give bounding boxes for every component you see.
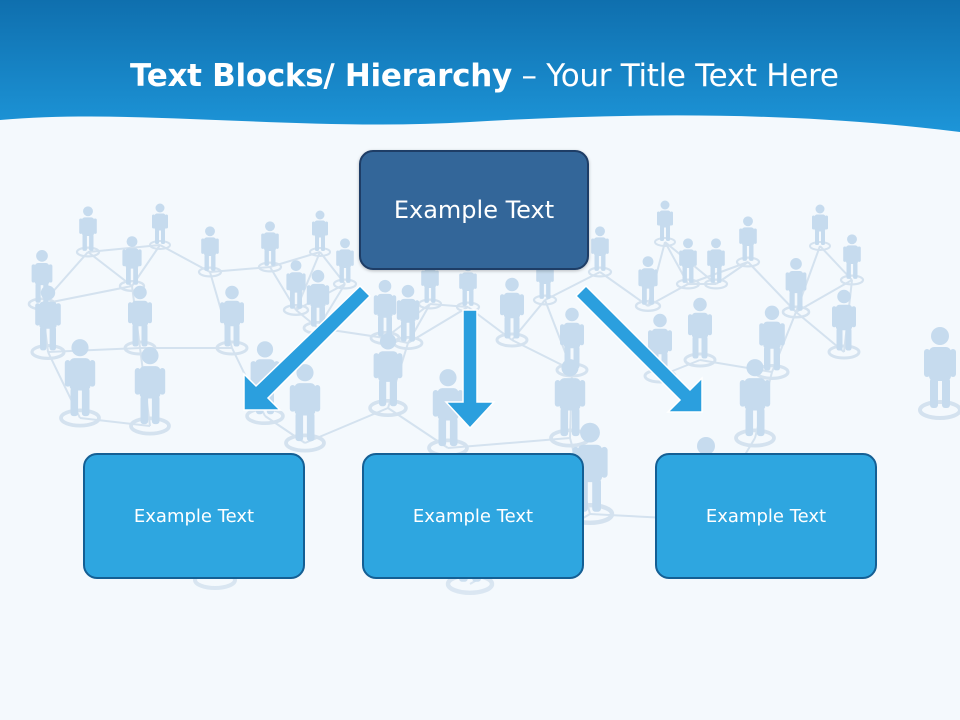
network-link xyxy=(599,271,649,307)
top-level-box: Example Text xyxy=(359,150,589,270)
person-figure xyxy=(634,256,662,313)
person-figure xyxy=(827,289,861,360)
person-figure xyxy=(495,277,529,348)
person-figure xyxy=(703,238,729,290)
person-figure xyxy=(59,339,101,428)
network-link xyxy=(429,303,469,308)
person-figure xyxy=(215,285,249,356)
person-figure xyxy=(284,364,326,453)
child-box-left: Example Text xyxy=(83,453,305,579)
person-figure xyxy=(918,327,960,420)
network-link xyxy=(747,261,797,313)
title-bold: Text Blocks/ Hierarchy xyxy=(130,58,512,94)
arrow-left xyxy=(243,284,372,411)
person-figure xyxy=(781,258,811,319)
person-figure xyxy=(643,313,677,384)
network-link xyxy=(407,306,469,344)
person-figure xyxy=(839,234,865,286)
person-figure xyxy=(75,206,101,258)
person-figure xyxy=(257,221,283,273)
arrow-right xyxy=(574,284,703,413)
person-figure xyxy=(282,260,310,317)
child-box-right: Example Text xyxy=(655,453,877,579)
person-figure xyxy=(587,226,613,278)
person-figure xyxy=(549,359,591,448)
header-wave xyxy=(0,0,960,132)
network-link xyxy=(41,285,133,305)
person-figure xyxy=(332,238,358,290)
person-figure xyxy=(734,359,776,448)
person-figure xyxy=(118,236,146,293)
person-figure xyxy=(30,285,66,361)
network-link xyxy=(159,244,211,273)
child-box-middle: Example Text xyxy=(362,453,584,579)
person-figure xyxy=(417,258,443,310)
person-figure xyxy=(809,204,831,251)
person-figure xyxy=(735,216,761,268)
person-figure xyxy=(654,200,676,247)
people-network xyxy=(27,200,960,596)
network-link xyxy=(87,251,133,287)
network-link xyxy=(544,271,601,301)
person-figure xyxy=(149,203,171,250)
person-figure xyxy=(129,347,171,436)
network-link xyxy=(79,417,151,427)
slide-title: Text Blocks/ Hierarchy – Your Title Text… xyxy=(130,55,930,97)
person-figure xyxy=(302,269,334,335)
title-rest: – Your Title Text Here xyxy=(511,58,839,94)
person-figure xyxy=(675,238,701,290)
person-figure xyxy=(683,297,717,368)
network-link xyxy=(87,244,161,253)
person-figure xyxy=(309,210,331,257)
person-figure xyxy=(754,305,790,381)
person-figure xyxy=(197,226,223,278)
network-link xyxy=(795,279,853,313)
person-figure xyxy=(368,333,408,418)
arrow-middle xyxy=(444,309,496,430)
person-figure xyxy=(123,285,157,356)
network-link xyxy=(795,311,845,353)
